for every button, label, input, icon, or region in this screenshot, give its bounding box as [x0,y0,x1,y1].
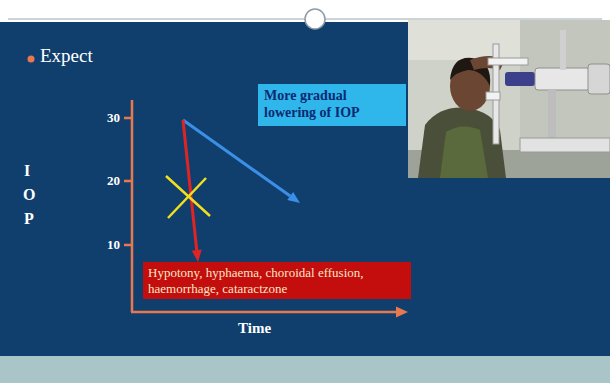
box-text: More gradual lowering of IOP [264,88,400,122]
photo [408,20,610,178]
axis-title: Time [238,320,271,337]
axis-tick-value: 10 [107,237,120,253]
callout-box: More gradual lowering of IOP [258,84,406,126]
bullet-heading: Expect [40,45,93,67]
axis-letter: I [24,162,30,180]
warning-box: Hypotony, hyphaema, choroidal effusion, … [143,262,411,299]
box-text: Hypotony, hyphaema, choroidal effusion, … [148,265,406,296]
axis-tick-value: 20 [107,173,120,189]
axis-letter: O [23,186,35,204]
axis-letter: P [24,210,34,228]
axis-tick-value: 30 [107,110,120,126]
